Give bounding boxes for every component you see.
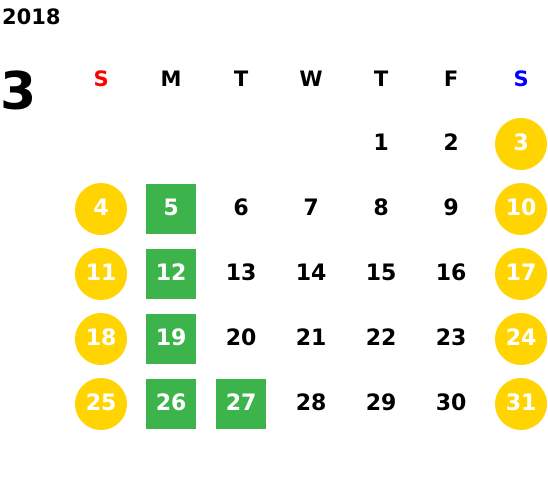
calendar-day-number: 16 [435,261,467,286]
calendar-day-number: 4 [75,182,127,235]
calendar-empty-cell [136,111,206,176]
calendar-empty-cell [206,111,276,176]
calendar-day-number: 26 [146,378,196,429]
calendar-day-number: 30 [435,391,467,416]
calendar-day-17[interactable]: 17 [486,241,548,306]
weekday-header-monday: M [160,66,182,91]
calendar-day-number: 21 [295,326,327,351]
calendar-day-number: 1 [373,131,389,156]
calendar-day-number: 7 [303,196,319,221]
calendar-day-number: 31 [495,377,547,430]
calendar-day-14[interactable]: 14 [276,241,346,306]
calendar-day-number: 28 [295,391,327,416]
calendar-empty-cell [276,111,346,176]
calendar-day-27[interactable]: 27 [206,371,276,436]
calendar-day-26[interactable]: 26 [136,371,206,436]
calendar-day-3[interactable]: 3 [486,111,548,176]
calendar-day-number: 19 [146,313,196,364]
weekday-header-saturday: S [513,66,529,91]
calendar-day-16[interactable]: 16 [416,241,486,306]
calendar-day-24[interactable]: 24 [486,306,548,371]
weekday-header-wednesday: W [299,66,323,91]
calendar-day-number: 2 [443,131,459,156]
weekday-header-sunday: S [93,66,109,91]
month-number: 3 [0,62,37,122]
calendar-day-number: 13 [225,261,257,286]
calendar-day-number: 3 [495,117,547,170]
calendar-day-number: 9 [443,196,459,221]
calendar-day-12[interactable]: 12 [136,241,206,306]
calendar-day-number: 14 [295,261,327,286]
weekday-header-friday: F [443,66,459,91]
calendar-day-21[interactable]: 21 [276,306,346,371]
calendar-day-4[interactable]: 4 [66,176,136,241]
weekday-header-tuesday: T [233,66,249,91]
calendar-day-30[interactable]: 30 [416,371,486,436]
calendar-day-10[interactable]: 10 [486,176,548,241]
calendar-day-number: 29 [365,391,397,416]
calendar-day-1[interactable]: 1 [346,111,416,176]
weekday-header-thursday: T [373,66,389,91]
calendar-day-number: 27 [216,378,266,429]
calendar-day-2[interactable]: 2 [416,111,486,176]
calendar-day-11[interactable]: 11 [66,241,136,306]
calendar-day-22[interactable]: 22 [346,306,416,371]
calendar-day-20[interactable]: 20 [206,306,276,371]
calendar-empty-cell [66,111,136,176]
calendar-day-number: 15 [365,261,397,286]
calendar-day-5[interactable]: 5 [136,176,206,241]
calendar-day-number: 20 [225,326,257,351]
calendar-day-number: 8 [373,196,389,221]
calendar-day-15[interactable]: 15 [346,241,416,306]
calendar-day-number: 22 [365,326,397,351]
calendar-day-7[interactable]: 7 [276,176,346,241]
calendar-day-number: 24 [495,312,547,365]
calendar-day-18[interactable]: 18 [66,306,136,371]
calendar-day-8[interactable]: 8 [346,176,416,241]
calendar-day-number: 23 [435,326,467,351]
calendar-day-29[interactable]: 29 [346,371,416,436]
calendar-day-9[interactable]: 9 [416,176,486,241]
calendar-day-number: 11 [75,247,127,300]
calendar-day-25[interactable]: 25 [66,371,136,436]
calendar-day-number: 12 [146,248,196,299]
calendar-day-13[interactable]: 13 [206,241,276,306]
calendar-day-number: 17 [495,247,547,300]
calendar-day-number: 10 [495,182,547,235]
calendar-day-23[interactable]: 23 [416,306,486,371]
calendar-day-31[interactable]: 31 [486,371,548,436]
calendar-day-6[interactable]: 6 [206,176,276,241]
calendar-day-number: 18 [75,312,127,365]
calendar-day-number: 5 [146,183,196,234]
calendar-day-19[interactable]: 19 [136,306,206,371]
calendar-day-number: 25 [75,377,127,430]
calendar-day-number: 6 [233,196,249,221]
calendar-day-28[interactable]: 28 [276,371,346,436]
year-label: 2018 [2,5,61,29]
